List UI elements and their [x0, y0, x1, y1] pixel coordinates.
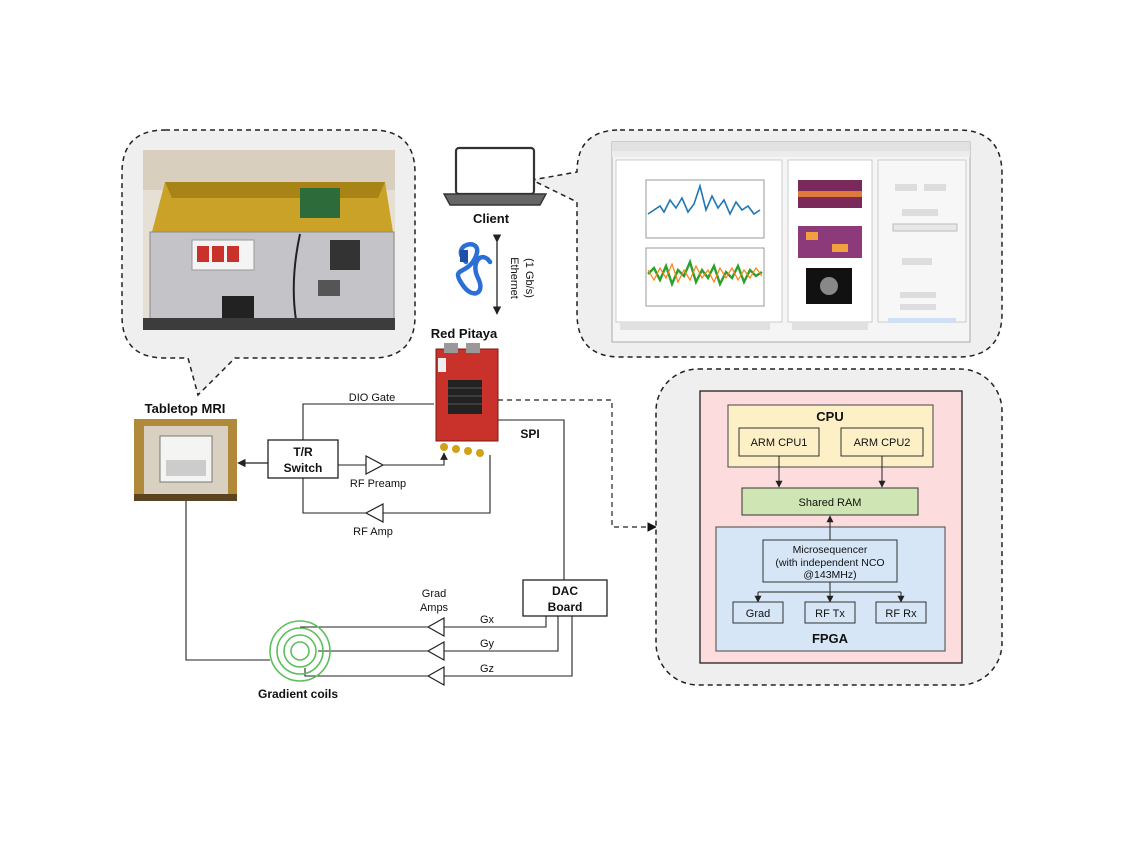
tabletop-mri-device-photo — [134, 419, 237, 501]
mri-to-coils-wire — [185, 501, 270, 661]
spi-wire — [498, 419, 565, 580]
spi-label: SPI — [520, 427, 539, 441]
grad-label: Grad — [746, 608, 770, 620]
gx-label: Gx — [480, 614, 495, 626]
tr-switch-label: T/R — [293, 445, 313, 459]
grad-amps-label-2: Amps — [420, 602, 449, 614]
red-pitaya-label: Red Pitaya — [431, 326, 498, 341]
gz-to-coil — [304, 668, 428, 677]
dac-board-label: DAC — [552, 584, 578, 598]
rf-amp-wire — [383, 455, 491, 514]
cpu-title: CPU — [816, 409, 843, 424]
tr-switch-label-2: Switch — [284, 461, 323, 475]
gui-window — [611, 141, 971, 343]
rf-preamp-out-wire — [383, 452, 448, 466]
fpga-title: FPGA — [812, 631, 849, 646]
gy-wire — [444, 616, 559, 652]
arm-cpu2-box — [840, 427, 924, 457]
gui-screenshot-callout — [529, 129, 1003, 358]
rf-rx-box — [875, 601, 927, 624]
gy-amp-triangle — [426, 640, 445, 662]
rf-rx-label: RF Rx — [885, 608, 917, 620]
microsequencer-label-3: @143MHz) — [803, 569, 856, 581]
gradient-coils-icon — [269, 620, 331, 682]
gz-label: Gz — [480, 663, 494, 675]
gz-amp-triangle — [426, 665, 445, 687]
rf-tx-label: RF Tx — [815, 608, 845, 620]
dio-gate-label: DIO Gate — [349, 392, 395, 404]
shared-ram-label: Shared RAM — [799, 497, 862, 509]
red-pitaya-board — [435, 343, 499, 457]
gx-amp-triangle — [426, 616, 445, 638]
rf-amp-triangle — [364, 503, 384, 523]
tabletop-mri-photo — [143, 150, 395, 330]
dac-board-label-2: Board — [548, 600, 583, 614]
ethernet-speed-label: (1 Gb/s) — [523, 258, 535, 298]
dac-board-box — [522, 579, 608, 617]
client-label: Client — [473, 211, 510, 226]
rf-amp-label: RF Amp — [353, 526, 393, 538]
red-pitaya-detail-link — [498, 399, 657, 532]
arm-cpu1-box — [738, 427, 820, 457]
dio-gate-wire — [302, 403, 434, 440]
ethernet-cable-icon — [455, 242, 493, 296]
arm-cpu2-label: ARM CPU2 — [854, 437, 911, 449]
grad-amps-label: Grad — [422, 588, 446, 600]
gradient-coils-label: Gradient coils — [258, 687, 338, 701]
rf-amp-out-wire — [302, 478, 366, 514]
laptop-icon — [442, 146, 548, 206]
gz-wire — [444, 616, 573, 677]
gx-wire — [444, 616, 547, 628]
gy-label: Gy — [480, 638, 495, 650]
rf-tx-box — [804, 601, 856, 624]
arm-cpu1-label: ARM CPU1 — [751, 437, 808, 449]
microsequencer-box — [762, 539, 898, 583]
ethernet-label: Ethernet — [508, 257, 520, 299]
tabletop-mri-label: Tabletop MRI — [145, 401, 226, 416]
rf-preamp-triangle — [365, 455, 385, 475]
fpga-callout: CPU ARM CPU1 ARM CPU2 Shared RAM Microse… — [655, 368, 1003, 686]
rf-preamp-label: RF Preamp — [350, 478, 406, 490]
mri-photo-callout — [121, 129, 416, 397]
grad-box — [732, 601, 784, 624]
shared-ram-box — [741, 487, 919, 516]
microsequencer-label-2: (with independent NCO — [775, 557, 884, 569]
microsequencer-label: Microsequencer — [793, 544, 868, 556]
